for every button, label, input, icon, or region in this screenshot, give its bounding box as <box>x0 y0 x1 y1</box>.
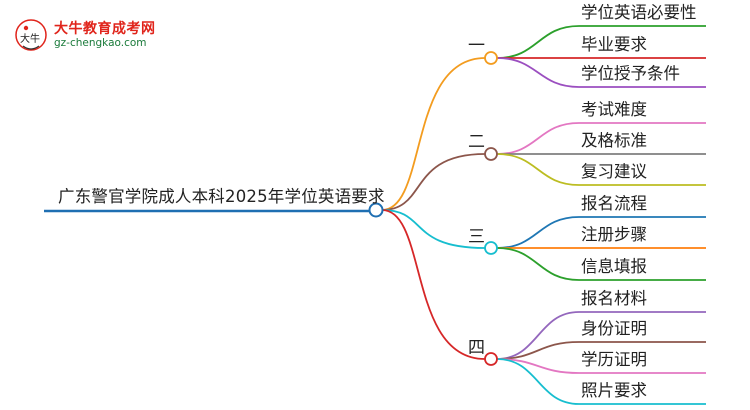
branch-node <box>484 51 498 65</box>
leaf-label: 及格标准 <box>581 131 647 150</box>
chick-mascot-icon: 大牛 <box>15 19 47 51</box>
root-node <box>368 202 384 218</box>
site-logo[interactable]: 大牛 大牛教育成考网 gz-chengkao.com <box>14 16 164 56</box>
branch-connector <box>381 153 486 211</box>
leaf-label: 复习建议 <box>581 162 647 181</box>
leaf-connector <box>496 25 706 59</box>
leaf-label: 考试难度 <box>581 100 647 119</box>
branch-connector <box>381 209 486 360</box>
leaf-label: 报名流程 <box>581 194 647 213</box>
branch-label: 二 <box>468 132 485 152</box>
leaf-connector <box>496 247 706 281</box>
leaf-label: 学历证明 <box>581 350 647 369</box>
logo-title: 大牛教育成考网 <box>54 21 156 37</box>
root-topic: 广东警官学院成人本科2025年学位英语要求 <box>58 187 385 206</box>
branch-label: 三 <box>468 227 485 247</box>
leaf-label: 信息填报 <box>581 257 647 276</box>
leaf-connector <box>496 358 706 374</box>
leaf-label: 毕业要求 <box>581 35 647 54</box>
leaf-label: 学位英语必要性 <box>581 3 697 22</box>
leaf-label: 报名材料 <box>581 289 647 308</box>
leaf-label: 照片要求 <box>581 381 647 400</box>
leaf-label: 身份证明 <box>581 319 647 338</box>
leaf-connector <box>496 358 706 405</box>
logo-url[interactable]: gz-chengkao.com <box>54 37 147 49</box>
branch-node <box>484 147 498 161</box>
branch-node <box>484 241 498 255</box>
branch-connector <box>381 57 486 211</box>
leaf-connector <box>496 341 706 360</box>
leaf-connector <box>496 57 706 88</box>
logo-mark-text: 大牛 <box>20 32 40 45</box>
leaf-connector <box>496 311 706 360</box>
leaf-label: 注册步骤 <box>581 225 647 244</box>
leaf-connector <box>496 216 706 249</box>
branch-label: 一 <box>468 36 485 56</box>
branch-connector <box>381 209 486 249</box>
branch-node <box>484 352 498 366</box>
leaf-connector <box>496 153 706 186</box>
leaf-label: 学位授予条件 <box>581 64 680 83</box>
branch-label: 四 <box>468 338 485 358</box>
leaf-connector <box>496 122 706 155</box>
